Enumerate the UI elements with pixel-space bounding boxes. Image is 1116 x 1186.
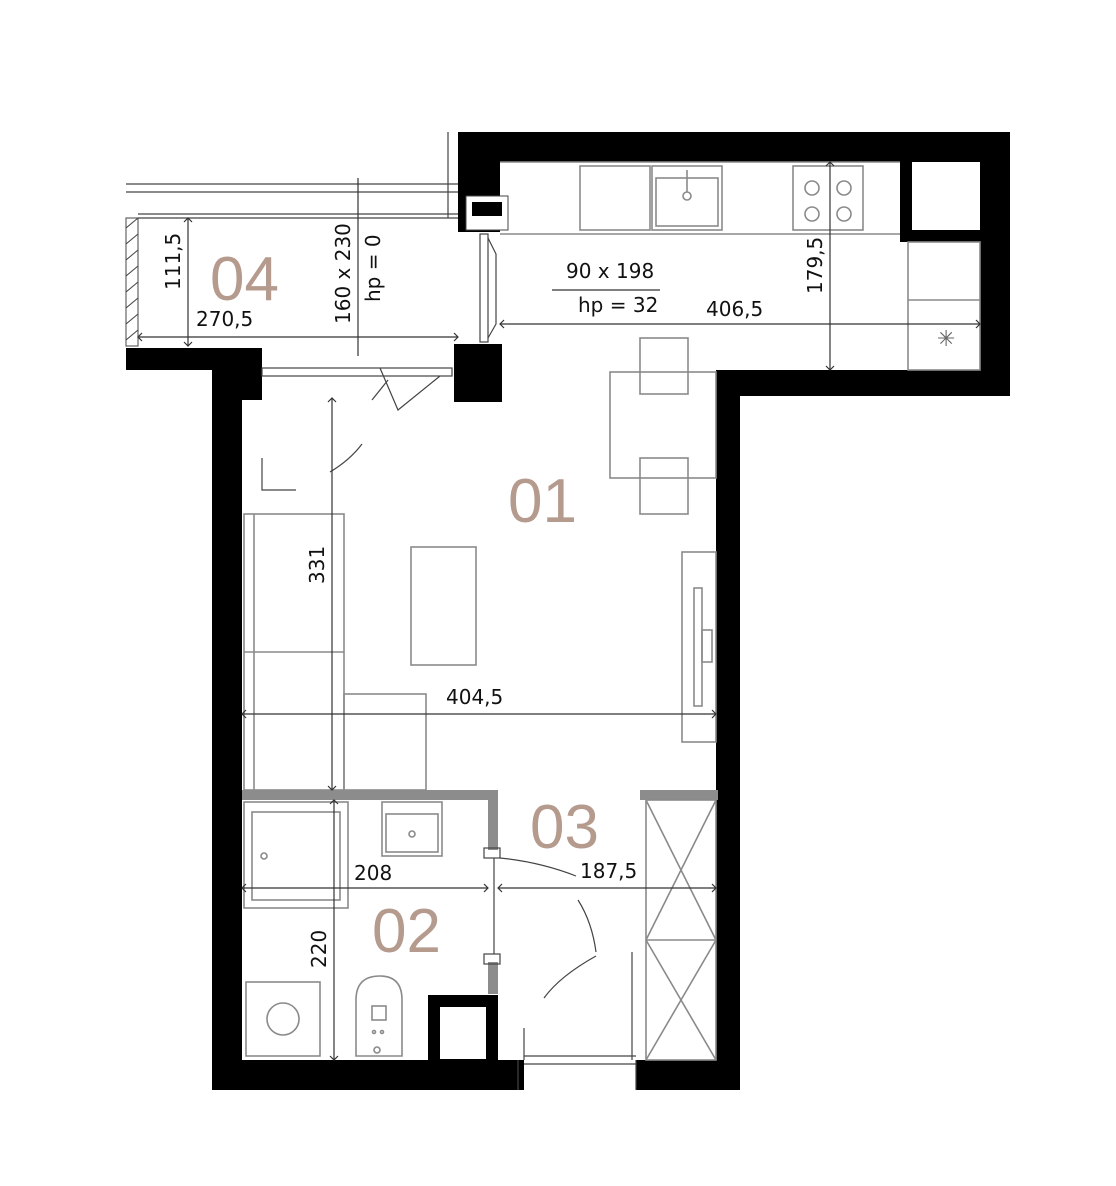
dim-111-5: 111,5 bbox=[161, 233, 185, 290]
shaft bbox=[440, 1007, 486, 1059]
ventilation-icon: ✳ bbox=[937, 327, 955, 352]
room-label-03: 03 bbox=[530, 793, 599, 862]
toilet bbox=[355, 975, 403, 1057]
balcony-outline bbox=[126, 132, 458, 219]
dim-406-5: 406,5 bbox=[706, 297, 763, 321]
dining-set bbox=[609, 337, 717, 515]
bathroom-walls bbox=[242, 790, 718, 994]
washing-machine bbox=[245, 981, 321, 1057]
dim-270-5: 270,5 bbox=[196, 307, 253, 331]
room-label-01: 01 bbox=[508, 467, 577, 536]
room-label-04: 04 bbox=[210, 245, 279, 314]
entry-door bbox=[261, 379, 389, 491]
kitchen-counter bbox=[500, 161, 981, 371]
walls bbox=[126, 132, 1010, 1090]
window-detail bbox=[465, 195, 509, 231]
room-label-02: 02 bbox=[372, 897, 441, 966]
dim-208: 208 bbox=[354, 861, 392, 885]
dim-179-5: 179,5 bbox=[803, 237, 827, 294]
dim-404-5: 404,5 bbox=[446, 685, 503, 709]
dimension-lines bbox=[137, 161, 981, 1061]
dim-160x230: 160 x 230 bbox=[331, 223, 355, 324]
hallway-doors bbox=[517, 899, 637, 1090]
dim-hp32: hp = 32 bbox=[578, 293, 658, 317]
wash-basin bbox=[381, 801, 443, 857]
dim-331: 331 bbox=[305, 546, 329, 584]
wardrobe bbox=[645, 799, 717, 1061]
front-door bbox=[524, 1055, 636, 1065]
sofa bbox=[243, 513, 427, 791]
balcony-door bbox=[479, 233, 497, 343]
bathroom-door bbox=[483, 847, 577, 965]
coffee-table bbox=[410, 546, 477, 666]
dim-187-5: 187,5 bbox=[580, 859, 637, 883]
shower bbox=[243, 801, 349, 909]
dim-220: 220 bbox=[307, 930, 331, 968]
balcony-railing bbox=[125, 217, 139, 347]
dim-hp0: hp = 0 bbox=[361, 234, 385, 302]
tv-unit bbox=[681, 551, 717, 743]
dim-90x198: 90 x 198 bbox=[566, 259, 654, 283]
window-entry bbox=[261, 367, 453, 411]
